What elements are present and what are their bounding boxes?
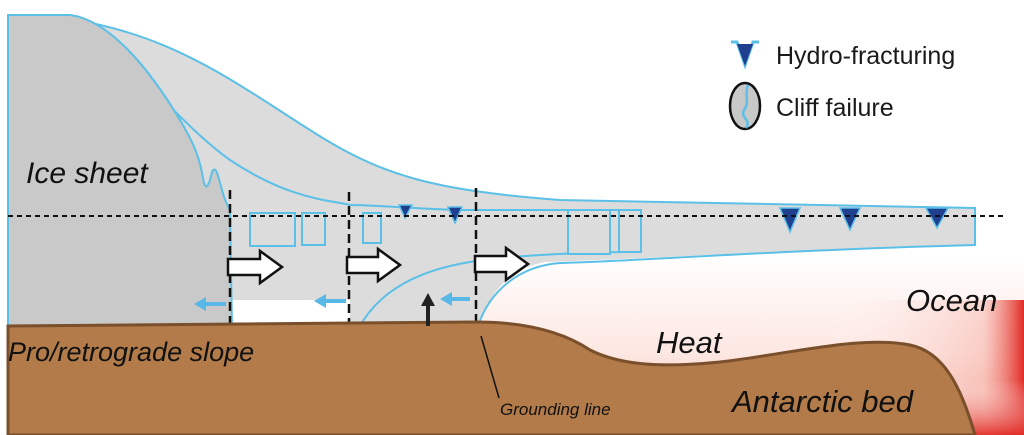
legend-cliff-label: Cliff failure — [776, 94, 894, 122]
hydro-fracturing-icon — [731, 40, 759, 70]
ocean-label: Ocean — [906, 283, 997, 318]
ice-block — [301, 212, 326, 246]
legend: Hydro-fracturing Cliff failure — [728, 40, 955, 131]
upward-arrow-head — [421, 293, 435, 306]
crevasses — [397, 204, 950, 234]
upward-arrow-shaft — [426, 304, 430, 326]
bed-body — [6, 320, 977, 435]
ice-block — [567, 209, 611, 255]
ice-block — [249, 212, 296, 247]
retreat-arrows — [194, 292, 470, 311]
heat-label: Heat — [656, 325, 723, 360]
former-ice-outline — [9, 14, 976, 327]
ice-flow-arrow — [226, 248, 285, 286]
legend-hydro-label: Hydro-fracturing — [776, 42, 955, 70]
ice-sheet-body — [7, 14, 234, 329]
slope-label: Pro/retrograde slope — [8, 337, 254, 367]
crevasse — [838, 207, 862, 232]
ice-block — [618, 209, 642, 253]
ice-flow-arrows — [226, 245, 531, 286]
ice-flow-arrow — [345, 246, 403, 284]
antarctic-bed-label: Antarctic bed — [730, 384, 915, 419]
retreat-arrow — [440, 292, 470, 306]
crevasse — [397, 204, 414, 220]
ice-sheet — [7, 14, 234, 329]
ice-block — [362, 212, 382, 244]
cliff-failure-icon — [728, 81, 762, 131]
crevasse — [778, 207, 802, 234]
crevasse — [924, 207, 950, 230]
grounding-line-pointer — [480, 335, 500, 399]
grounding-line-label: Grounding line — [500, 400, 611, 419]
legend-item-hydro-fracturing: Hydro-fracturing — [731, 40, 955, 70]
calved-blocks — [249, 209, 642, 255]
retreat-arrow — [314, 294, 346, 308]
retreat-arrow — [194, 297, 226, 311]
legend-item-cliff-failure: Cliff failure — [728, 81, 894, 131]
antarctic-bed — [6, 320, 977, 435]
ice-flow-arrow — [473, 245, 531, 283]
upward-arrow — [421, 293, 435, 326]
ice-sheet-label: Ice sheet — [26, 157, 149, 190]
